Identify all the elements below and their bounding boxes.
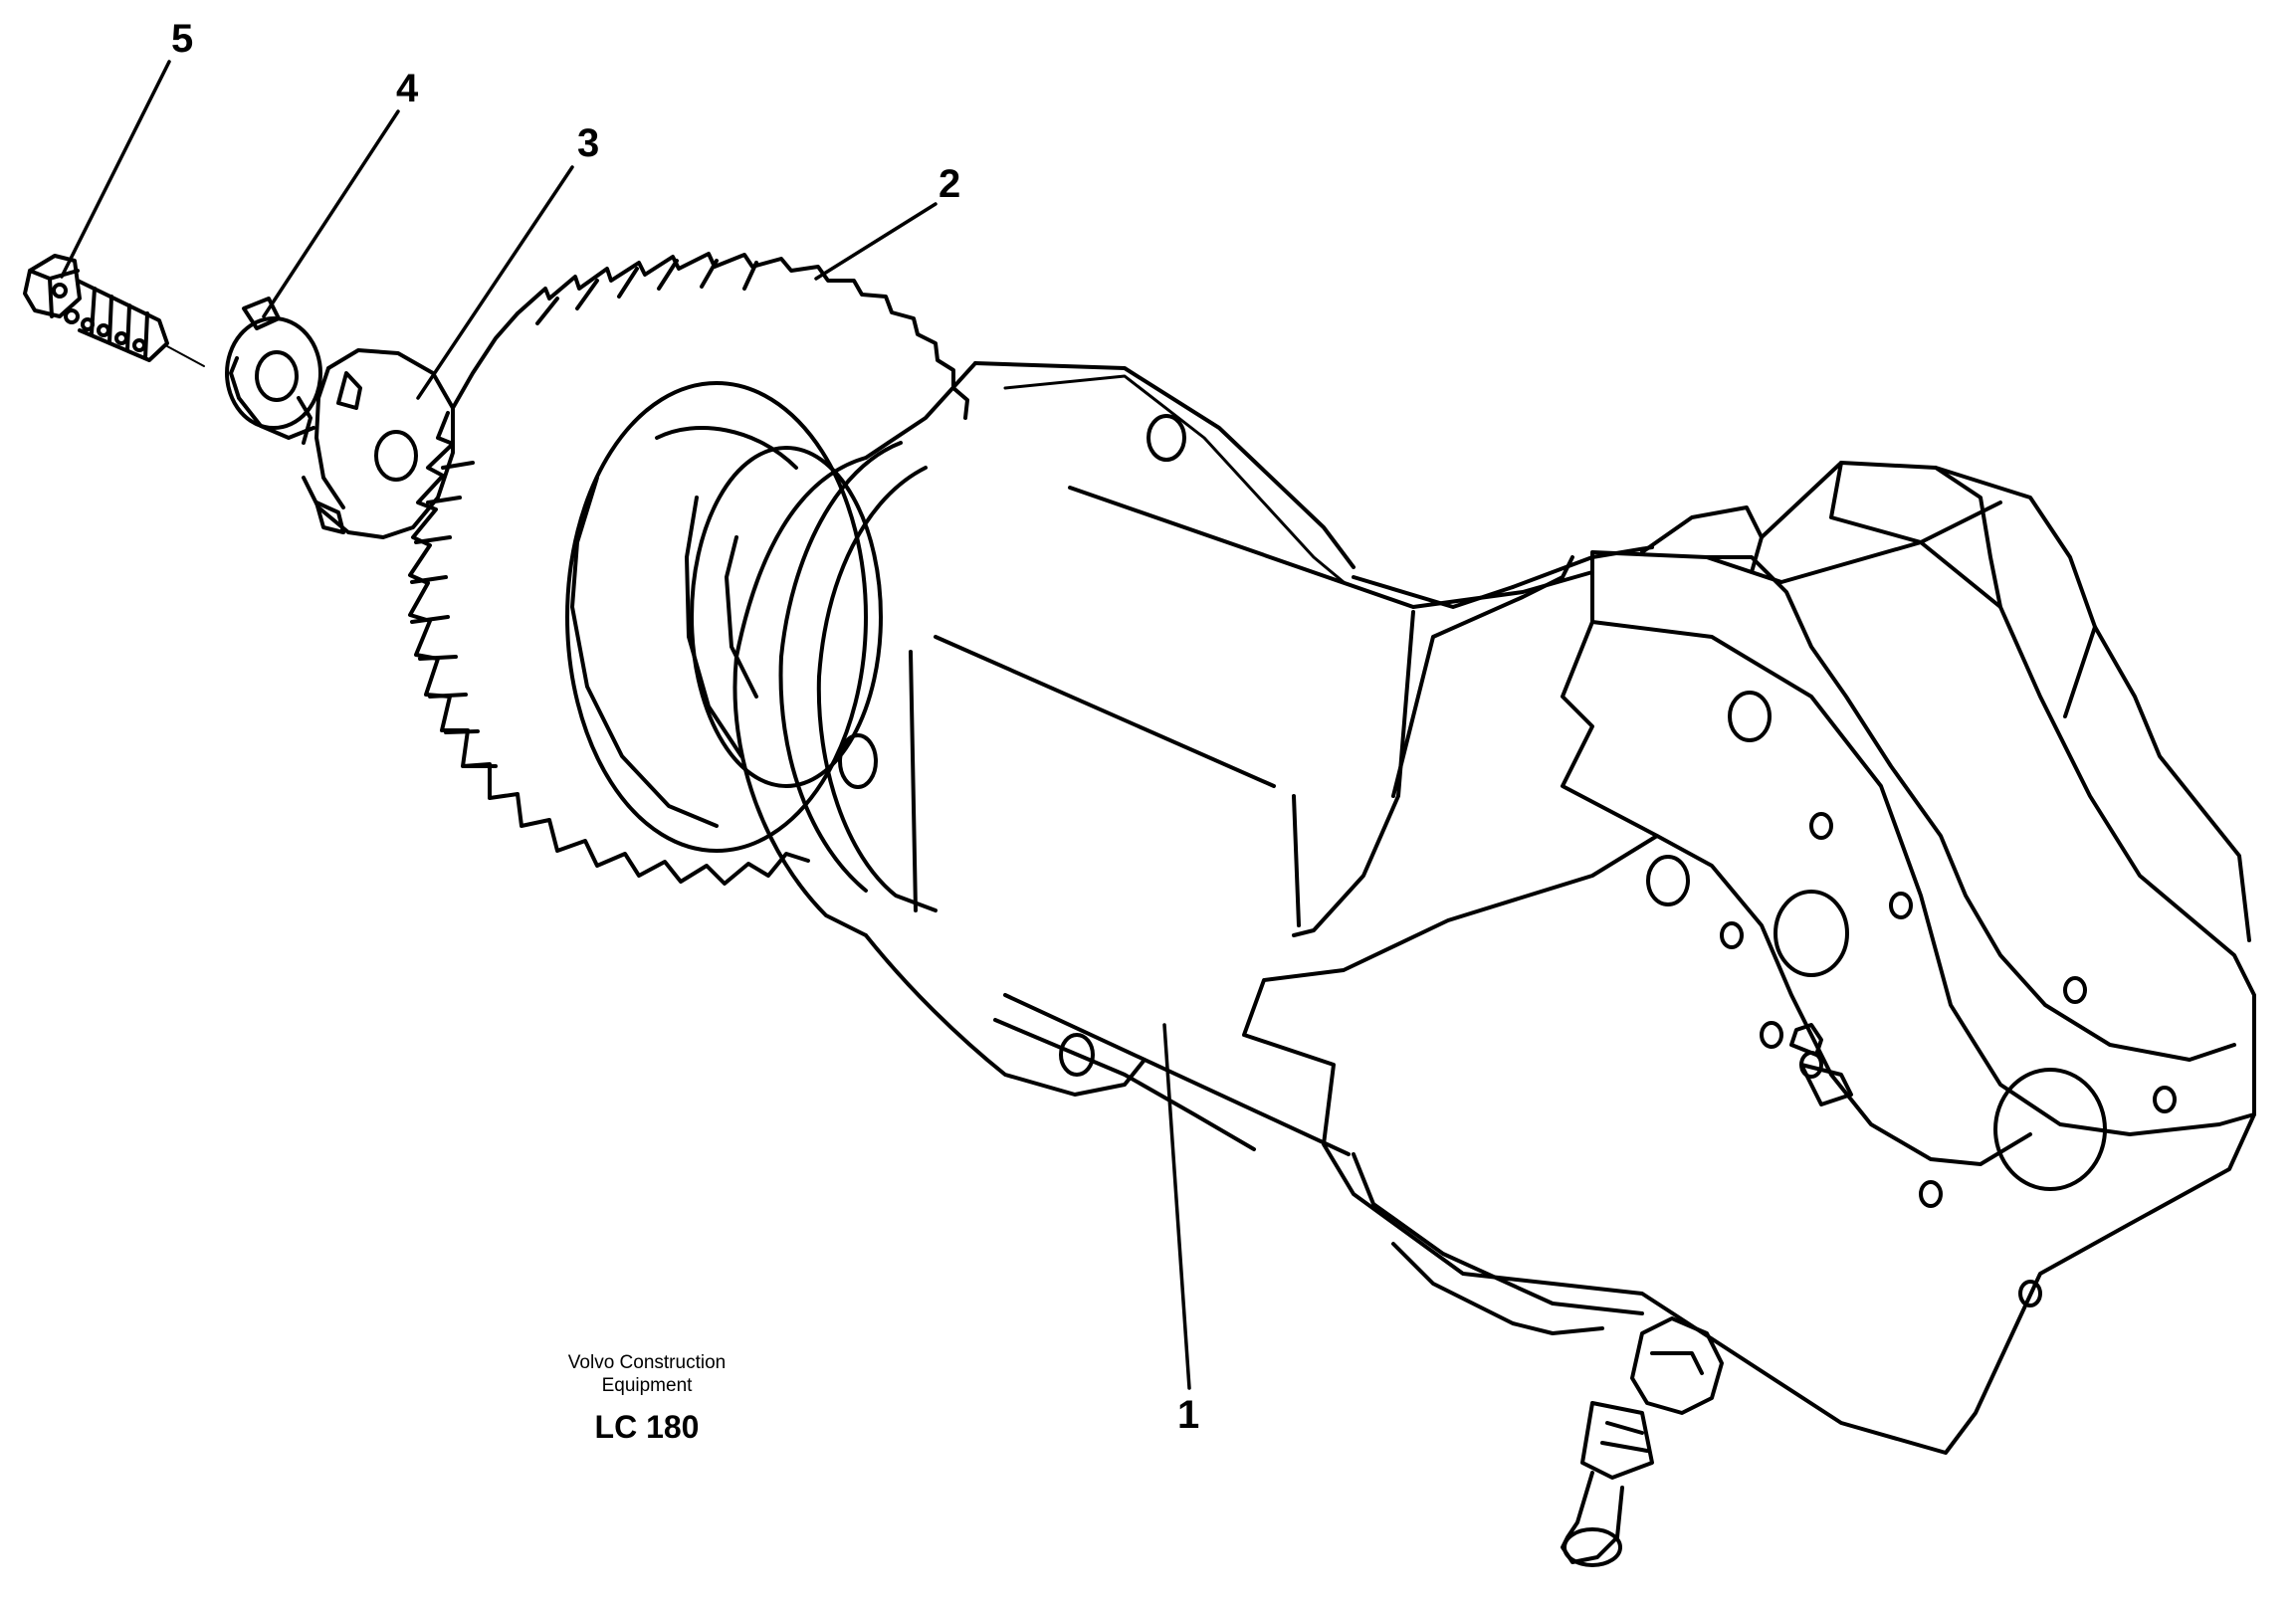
- callout-2: 2: [939, 162, 960, 206]
- leader-line-1: [1162, 1023, 1191, 1390]
- leader-line-3: [416, 165, 574, 400]
- part-4-lock-washer: [225, 297, 322, 445]
- callout-4: 4: [396, 67, 419, 110]
- fitting: [1561, 1316, 1724, 1567]
- caption-brand-line2: Equipment: [601, 1375, 693, 1396]
- part-1-compressor: [732, 361, 2256, 1567]
- manufacturer-caption: Volvo Construction Equipment LC 180: [537, 1351, 756, 1446]
- leader-line-5: [60, 60, 171, 279]
- model-label: LC 180: [594, 1409, 700, 1445]
- caption-brand-line1: Volvo Construction: [567, 1352, 727, 1373]
- callout-1: 1: [1177, 1393, 1199, 1437]
- part-5-screw: [23, 254, 205, 367]
- leader-line-4: [262, 109, 400, 318]
- leader-lines: [60, 60, 1191, 1390]
- callout-5: 5: [171, 17, 193, 61]
- part-2-gear: [408, 252, 969, 886]
- part-3-flange-washer: [302, 348, 455, 539]
- callout-3: 3: [577, 121, 599, 165]
- leader-line-2: [814, 202, 938, 281]
